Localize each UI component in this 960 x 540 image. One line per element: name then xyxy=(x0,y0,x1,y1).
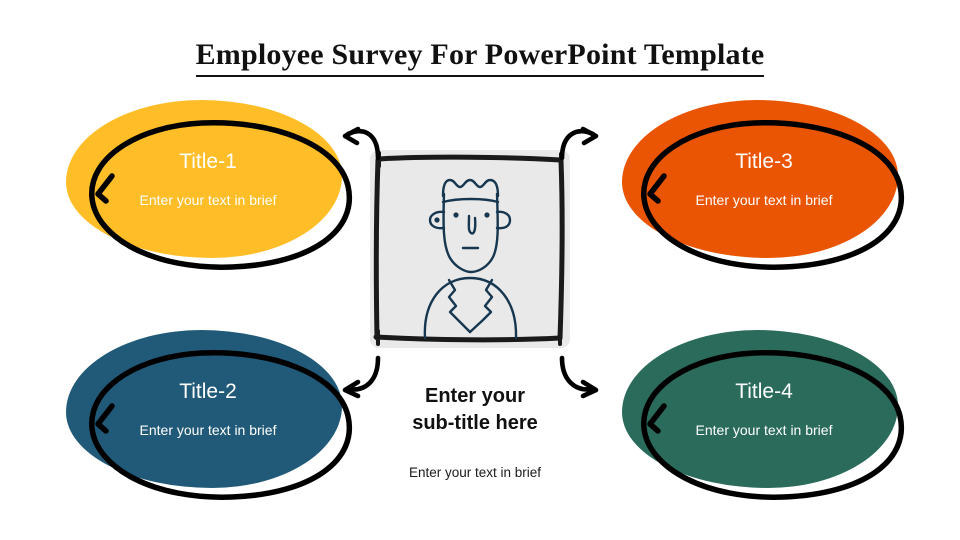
card-title-3-text-block: Title-3 Enter your text in brief xyxy=(630,100,898,258)
center-subtitle-line-2: sub-title here xyxy=(412,412,538,434)
page-title-text: Employee Survey For PowerPoint Template xyxy=(195,38,765,77)
card-title-2[interactable]: Title-2 Enter your text in brief xyxy=(66,330,356,500)
card-title-3[interactable]: Title-3 Enter your text in brief xyxy=(622,100,912,270)
card-title-2-body: Enter your text in brief xyxy=(139,422,277,438)
card-title-3-heading: Title-3 xyxy=(735,149,793,173)
center-subtitle: Enter your sub-title here xyxy=(375,383,575,437)
card-title-2-heading: Title-2 xyxy=(179,379,237,403)
card-title-4[interactable]: Title-4 Enter your text in brief xyxy=(622,330,912,500)
card-title-1[interactable]: Title-1 Enter your text in brief xyxy=(66,100,356,270)
card-title-3-body: Enter your text in brief xyxy=(695,192,833,208)
card-title-4-text-block: Title-4 Enter your text in brief xyxy=(630,330,898,488)
card-title-1-heading: Title-1 xyxy=(179,149,237,173)
photo-placeholder-frame[interactable] xyxy=(370,150,570,348)
card-title-2-text-block: Title-2 Enter your text in brief xyxy=(74,330,342,488)
center-description: Enter your text in brief xyxy=(408,465,542,480)
center-subtitle-line-1: Enter your xyxy=(424,385,526,407)
page-title: Employee Survey For PowerPoint Template xyxy=(0,38,960,77)
card-title-1-body: Enter your text in brief xyxy=(139,192,277,208)
card-title-4-body: Enter your text in brief xyxy=(695,422,833,438)
card-title-1-text-block: Title-1 Enter your text in brief xyxy=(74,100,342,258)
card-title-4-heading: Title-4 xyxy=(735,379,793,403)
person-portrait-sketch-icon xyxy=(373,151,565,346)
